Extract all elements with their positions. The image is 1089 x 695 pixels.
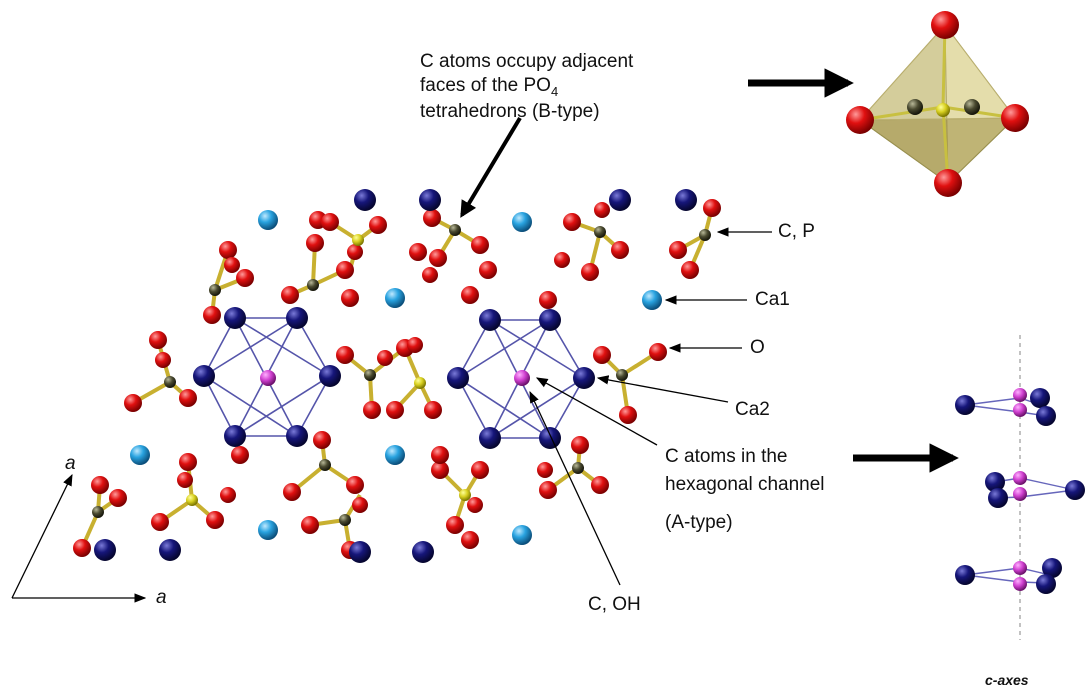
b-type-label-line3: tetrahedrons (B-type): [420, 100, 600, 122]
c-axes-label: c-axes: [985, 672, 1029, 688]
c-axis-column-inset: [955, 335, 1085, 640]
c-oh-label: C, OH: [588, 594, 641, 615]
a-type-label-line3: (A-type): [665, 512, 733, 533]
a-type-label-line1: C atoms in the: [665, 446, 788, 467]
phosphate-groups: [80, 207, 714, 551]
phosphorus-carbon-atoms: [92, 224, 711, 526]
channel-atom-left: [260, 370, 276, 386]
b-type-label-line1: C atoms occupy adjacent: [420, 51, 634, 72]
c-p-label: C, P: [778, 221, 815, 242]
o-label: O: [750, 337, 765, 358]
oxygen-atoms: [73, 199, 721, 559]
calcium-1-atoms: [130, 210, 662, 545]
b-type-label-line2: faces of the PO4: [420, 74, 559, 99]
b-type-pointer-arrow: [460, 116, 522, 218]
axis-a-horizontal-label: a: [156, 587, 167, 608]
axis-arrows: [11, 473, 147, 603]
tetrahedron-inset: [846, 11, 1029, 197]
ca2-label: Ca2: [735, 399, 770, 420]
label-arrows: [529, 227, 772, 586]
b-type-label: C atoms occupy adjacent faces of the PO4…: [420, 50, 633, 124]
ca1-label: Ca1: [755, 289, 790, 310]
a-type-label-line2: hexagonal channel: [665, 474, 825, 495]
po4-subscript: 4: [550, 83, 559, 99]
a-type-label: C atoms in the hexagonal channel (A-type…: [665, 443, 825, 537]
channel-atom-right: [514, 370, 530, 386]
axis-a-vertical-label: a: [65, 453, 76, 474]
calcium-2-atoms: [94, 189, 697, 563]
